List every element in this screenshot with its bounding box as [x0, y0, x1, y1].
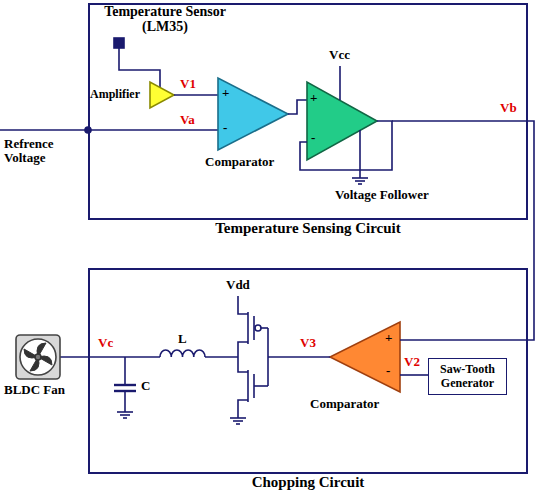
part-label: L — [178, 332, 187, 346]
circuit-panel: Temperature Sensing Circuit — [88, 3, 528, 220]
wire — [0, 129, 218, 131]
wire — [392, 120, 528, 122]
generator-box: Saw-Tooth Generator — [428, 358, 507, 395]
box-text: Saw-Tooth Generator — [435, 363, 501, 391]
part-label: Amplifier — [90, 88, 140, 101]
wire — [288, 100, 307, 114]
pin-sign: + — [385, 331, 392, 345]
wire — [300, 121, 392, 170]
ground-symbol — [358, 183, 362, 185]
signal-name: V3 — [300, 336, 316, 350]
circuit-panel: Chopping CircuitSaw-Tooth Generator — [88, 268, 528, 474]
amplifier-symbol — [150, 82, 174, 108]
wire — [174, 94, 218, 96]
pin-sign: + — [310, 91, 317, 105]
wire — [205, 356, 238, 358]
inductor-symbol — [160, 350, 205, 357]
sensor-symbol — [114, 38, 124, 48]
part-label: Voltage Follower — [335, 188, 429, 202]
wire — [119, 48, 160, 87]
signal-name: V1 — [180, 77, 196, 91]
wire — [359, 130, 361, 178]
part-label: Comparator — [205, 155, 274, 169]
signal-name: Vb — [500, 101, 517, 115]
signal-wire — [528, 121, 534, 340]
signal-name: V2 — [404, 355, 420, 369]
supply-label: Vcc — [329, 48, 350, 62]
part-label: BLDC Fan — [4, 383, 65, 397]
wire — [339, 66, 341, 100]
capacitor-symbol — [114, 357, 136, 418]
wire — [268, 356, 330, 358]
pin-sign: + — [222, 86, 229, 100]
part-label: C — [141, 379, 150, 393]
ground-symbol — [355, 180, 365, 182]
panel-title: Temperature Sensing Circuit — [90, 220, 526, 236]
pin-sign: - — [223, 121, 227, 135]
sensor-label: Temperature Sensor (LM35) — [95, 4, 235, 35]
pin-sign: - — [311, 131, 315, 145]
ground-symbol — [352, 177, 368, 179]
supply-label: Vdd — [226, 278, 250, 292]
part-label: Comparator — [310, 397, 379, 411]
fan-icon — [16, 335, 60, 379]
follower-symbol — [307, 82, 377, 160]
signal-name: Va — [180, 113, 195, 127]
comparator-symbol — [218, 78, 288, 150]
input-label: Refrence Voltage — [4, 137, 84, 166]
wire — [60, 356, 160, 358]
signal-name: Vc — [98, 336, 113, 350]
panel-title: Chopping Circuit — [90, 474, 526, 490]
mosfet-symbol — [230, 296, 268, 424]
wire — [400, 339, 528, 341]
wire — [400, 374, 428, 376]
comparator-symbol — [330, 322, 400, 392]
pin-sign: - — [386, 364, 390, 378]
